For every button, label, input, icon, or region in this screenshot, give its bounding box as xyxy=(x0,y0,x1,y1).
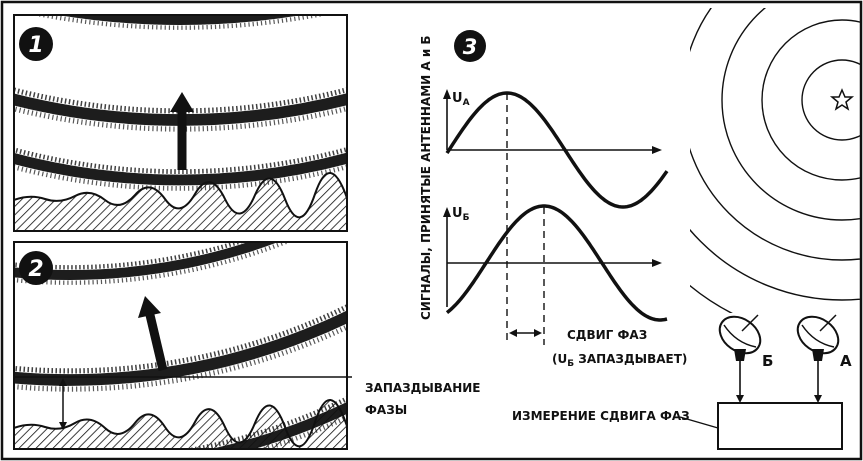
phase-shift-label: СДВИГ ФАЗ xyxy=(567,328,647,342)
y-axis-label: СИГНАЛЫ, ПРИНЯТЫЕ АНТЕННАМИ А и Б xyxy=(419,35,433,320)
phase-meter-leader xyxy=(679,416,719,429)
signal-b-axes xyxy=(443,207,662,307)
panel-1 xyxy=(14,15,347,231)
ground-2 xyxy=(14,399,347,449)
phase-shift-arrow xyxy=(509,329,542,337)
signal-a-axes xyxy=(443,89,662,154)
u-b-label: UБ xyxy=(452,206,470,223)
phase-meter-label: ИЗМЕРЕНИЕ СДВИГА ФАЗ xyxy=(512,409,690,423)
svg-text:3: 3 xyxy=(463,35,478,59)
phase-meter-box xyxy=(717,402,843,450)
phase-shift-note: (UБ ЗАПАЗДЫВАЕТ) xyxy=(552,352,687,369)
antenna-a-label: А xyxy=(840,352,852,370)
delay-arrow xyxy=(59,378,67,430)
delay-label-line-1: ЗАПАЗДЫВАНИЕ xyxy=(365,381,481,395)
panel-2-badge: 2 xyxy=(19,251,53,285)
panel-2 xyxy=(14,242,347,449)
signal-a-curve xyxy=(445,91,669,209)
u-a-label: UА xyxy=(452,91,470,108)
antenna-b-icon xyxy=(718,314,762,403)
antenna-b-label: Б xyxy=(762,352,773,370)
tilted-arrow-icon xyxy=(138,296,168,372)
panel-1-border xyxy=(13,14,348,232)
svg-text:1: 1 xyxy=(28,33,43,58)
delay-label-line-2: ФАЗЫ xyxy=(365,403,407,417)
panel-3-badge: 3 xyxy=(454,30,486,62)
wave-bands-2 xyxy=(14,242,347,449)
circular-wavefronts xyxy=(690,8,860,313)
svg-text:2: 2 xyxy=(28,257,43,282)
star-icon xyxy=(829,88,855,111)
panel-1-badge: 1 xyxy=(19,27,53,61)
up-arrow-icon xyxy=(170,92,194,170)
ground-1 xyxy=(14,172,347,231)
signal-b-curve xyxy=(445,204,668,322)
antenna-a-icon xyxy=(796,314,840,403)
panel-2-border xyxy=(13,241,348,450)
